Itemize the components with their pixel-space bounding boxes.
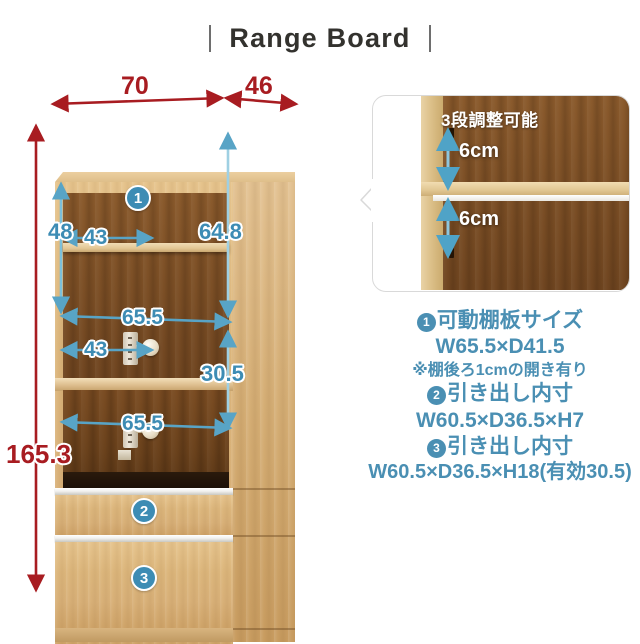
shelf-adjustment-callout: 3段調整可能 6cm 6cm [372, 95, 630, 292]
middle-divider-panel [55, 378, 233, 391]
cabinet-plinth [55, 628, 233, 642]
dimension-upper-depth: 43 [84, 226, 108, 249]
dimension-upper-opening-height: 64.8 [199, 219, 242, 244]
product-dimension-diagram: 70 46 165.3 48 64.8 43 65.5 43 30.5 65.5… [0, 60, 360, 644]
spec-1-head-text: 可動棚板サイズ [436, 309, 584, 332]
dimension-upper-width: 65.5 [122, 306, 163, 329]
spec-1-value: W65.5×D41.5 [435, 335, 565, 359]
callout-title: 3段調整可能 [441, 111, 539, 130]
dimension-lower-width: 65.5 [122, 412, 163, 435]
badge-drawer-small: 2 [131, 498, 157, 524]
spec-3-value: W60.5×D36.5×H18(有効30.5) [368, 461, 632, 484]
spec-2-head-text: 引き出し内寸 [447, 382, 573, 406]
callout-tail [360, 179, 376, 222]
callout-gap-top: 6cm [459, 140, 500, 162]
product-sticker [118, 450, 131, 460]
drawer-seam [232, 488, 295, 490]
lower-cavity [63, 390, 229, 488]
dimension-upper-shelf-height: 48 [48, 219, 73, 244]
shelf-peg-icon [449, 248, 454, 258]
callout-gap-bottom: 6cm [459, 208, 500, 230]
spec-3-head-text: 引き出し内寸 [447, 434, 573, 458]
photo-shelf-lip [433, 195, 629, 201]
door-knob-icon [142, 339, 159, 356]
lower-cavity-floor [63, 472, 229, 488]
badge-drawer-large: 3 [131, 565, 157, 591]
dimension-total-height: 165.3 [6, 439, 72, 469]
page-title: Range Board [229, 22, 411, 53]
photo-shelf-board [421, 182, 629, 196]
drawer-handle-rail [55, 535, 233, 542]
badge-shelf: 1 [125, 185, 151, 211]
adjustable-shelf [63, 243, 229, 252]
title-rule-left [209, 24, 212, 52]
cabinet-top-panel [55, 172, 295, 182]
spec-2-badge: 2 [427, 386, 446, 406]
dimension-lower-opening-height: 30.5 [201, 361, 244, 386]
plinth-seam [232, 628, 295, 630]
drawer-seam [232, 535, 295, 537]
cabinet-illustration [0, 60, 360, 644]
spec-3-badge: 3 [427, 439, 446, 459]
drawer-handle-rail [55, 488, 233, 495]
spec-1-badge: 1 [416, 313, 436, 333]
spec-2-value: W60.5×D36.5×H7 [415, 408, 585, 432]
spec-1-note: ※棚後ろ1cmの開き有り [412, 361, 588, 379]
page-title-bar: Range Board [0, 16, 640, 60]
dimension-width-side: 46 [245, 72, 273, 100]
dimension-lower-depth: 43 [84, 338, 108, 361]
dimension-width-top: 70 [121, 72, 149, 100]
title-rule-right [428, 24, 431, 52]
cabinet-side-panel [232, 176, 295, 642]
